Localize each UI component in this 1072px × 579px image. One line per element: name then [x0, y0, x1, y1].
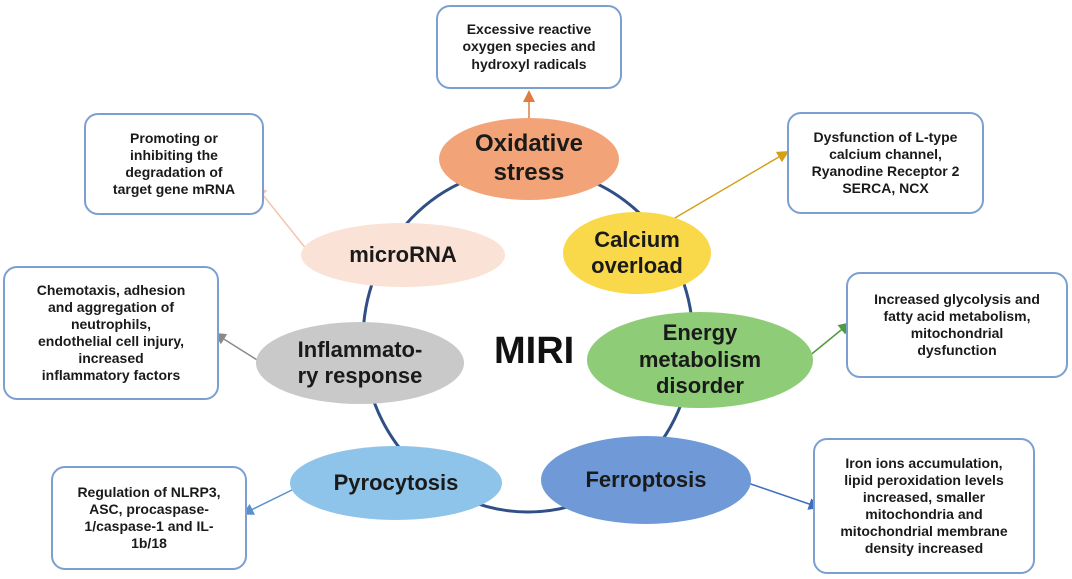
center-title: MIRI — [494, 330, 575, 372]
node-inflammatory-response: Inflammato- ry response — [256, 322, 464, 404]
arrow-calcium — [667, 150, 790, 223]
arrow-energy — [807, 322, 851, 358]
box-oxidative-stress: Excessive reactive oxygen species and hy… — [436, 5, 622, 89]
box-microrna: Promoting or inhibiting the degradation … — [84, 113, 264, 215]
box-energy-metabolism: Increased glycolysis and fatty acid meta… — [846, 272, 1068, 378]
box-pyrocytosis: Regulation of NLRP3, ASC, procaspase- 1/… — [51, 466, 247, 570]
node-ferroptosis: Ferroptosis — [541, 436, 751, 524]
arrow-microrna — [255, 185, 308, 251]
node-calcium-overload: Calcium overload — [563, 212, 711, 294]
node-pyrocytosis: Pyrocytosis — [290, 446, 502, 520]
box-ferroptosis: Iron ions accumulation, lipid peroxidati… — [813, 438, 1035, 574]
arrow-inflammatory — [213, 332, 263, 364]
node-oxidative-stress: Oxidative stress — [439, 118, 619, 200]
arrow-pyrocytosis — [241, 487, 297, 515]
box-calcium-overload: Dysfunction of L-type calcium channel, R… — [787, 112, 984, 214]
box-inflammatory-response: Chemotaxis, adhesion and aggregation of … — [3, 266, 219, 400]
arrow-ferroptosis — [744, 481, 821, 510]
node-energy-metabolism: Energy metabolism disorder — [587, 312, 813, 408]
node-microrna: microRNA — [301, 223, 505, 287]
